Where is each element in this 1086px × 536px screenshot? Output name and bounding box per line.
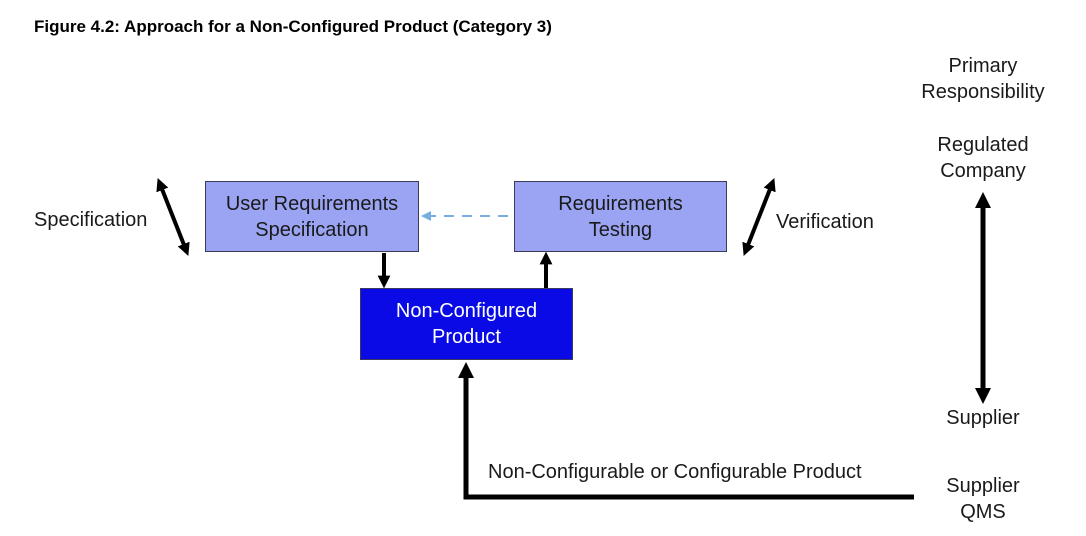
regulated-line-2: Company: [940, 160, 1026, 182]
supplier-qms-label: Supplier QMS: [908, 473, 1058, 525]
non-configured-product-box: Non-Configured Product: [360, 288, 573, 360]
regulated-company-label: Regulated Company: [908, 132, 1058, 184]
specification-arrow: [156, 178, 190, 256]
ncp-line-2: Product: [432, 326, 501, 348]
ncp-line-1: Non-Configured: [395, 300, 538, 322]
regulated-line-1: Regulated: [937, 134, 1029, 156]
supplier-input-line: [457, 361, 914, 500]
qms-line-2: QMS: [960, 501, 1006, 523]
input-product-label: Non-Configurable or Configurable Product: [488, 461, 862, 483]
verification-arrow: [742, 178, 776, 256]
urs-line-1: User Requirements: [225, 192, 399, 215]
urs-box: User Requirements Specification: [205, 181, 419, 252]
urs-line-2: Specification: [255, 218, 369, 241]
verification-label: Verification: [776, 211, 874, 233]
specification-label: Specification: [34, 209, 148, 231]
rt-line-1: Requirements: [558, 192, 683, 215]
heading-line-1: Primary: [948, 55, 1018, 77]
heading-line-2: Responsibility: [921, 81, 1045, 103]
requirements-testing-box: Requirements Testing: [514, 181, 727, 252]
figure-title: Figure 4.2: Approach for a Non-Configure…: [34, 17, 552, 36]
primary-responsibility-heading: Primary Responsibility: [908, 53, 1058, 105]
rt-line-2: Testing: [588, 218, 653, 241]
qms-line-1: Supplier: [946, 475, 1020, 497]
supplier-label: Supplier: [946, 407, 1020, 429]
